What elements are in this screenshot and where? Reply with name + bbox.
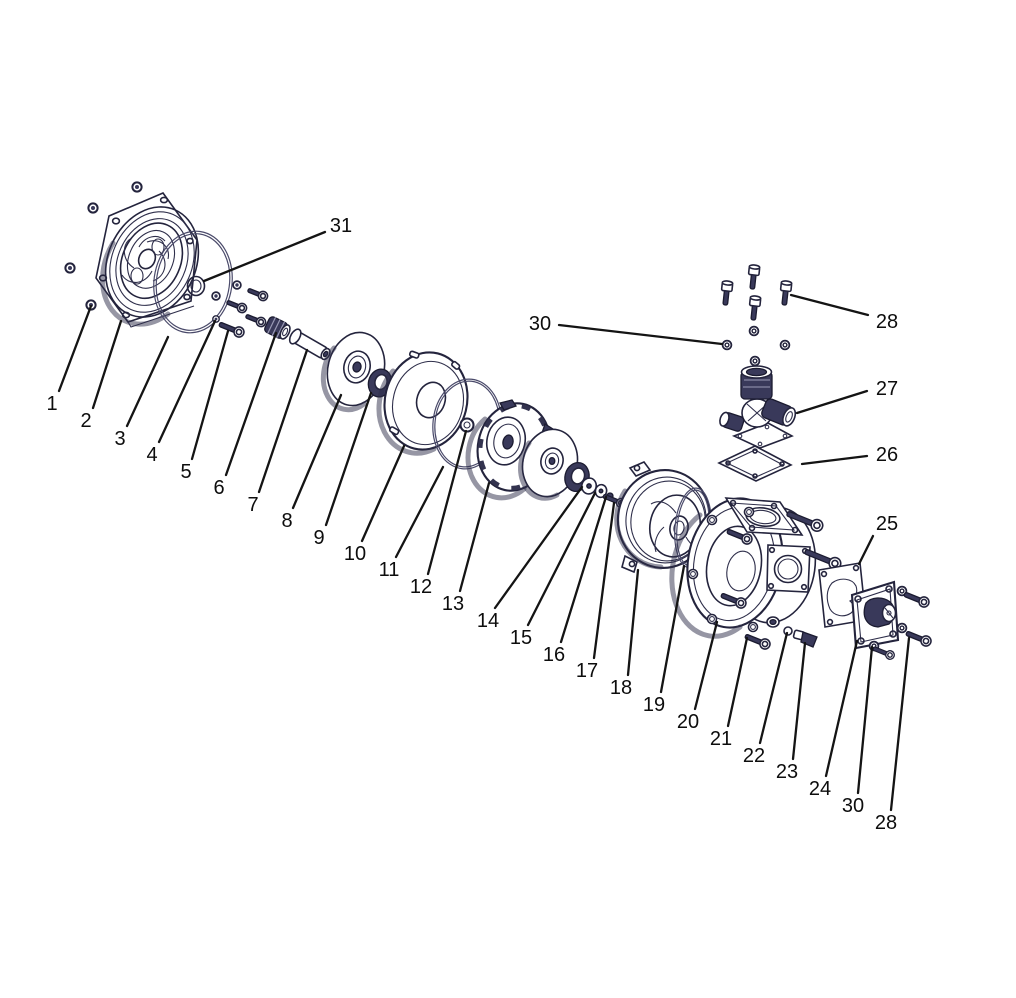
- leader-line-12: [426, 429, 468, 576]
- body-lug-bolts: [687, 506, 759, 633]
- leader-line-16: [559, 495, 608, 644]
- screw-cluster: [211, 280, 270, 340]
- callout-label-18: 18: [610, 677, 632, 699]
- plug: [264, 316, 291, 340]
- callout-label-7: 7: [247, 494, 258, 516]
- top-washers: [721, 325, 791, 367]
- callout-label-12: 12: [410, 576, 432, 598]
- callout-label-23: 23: [776, 761, 798, 783]
- callout-label-30-bottom: 30: [842, 795, 864, 817]
- callout-label-11: 11: [379, 559, 400, 581]
- shaft-oring: [186, 275, 206, 297]
- callout-label-27: 27: [876, 378, 898, 400]
- callout-label-8: 8: [281, 510, 292, 532]
- leader-line-19: [659, 564, 686, 694]
- leader-line-4: [157, 319, 217, 444]
- leader-line-13: [458, 481, 491, 593]
- shaft-sleeve: [288, 328, 331, 361]
- callout-label-10: 10: [344, 543, 366, 565]
- callout-label-17: 17: [576, 660, 598, 682]
- callout-label-4: 4: [146, 444, 157, 466]
- leader-line-7: [257, 348, 309, 494]
- leader-line-28-bottom: [889, 636, 911, 812]
- top-bolts: [719, 263, 793, 322]
- callout-label-3: 3: [114, 428, 125, 450]
- callout-label-14: 14: [477, 610, 499, 632]
- leader-line-10: [360, 444, 406, 543]
- leader-line-14: [493, 485, 584, 610]
- drain-oring: [783, 626, 793, 636]
- callouts: 1234567891011121314151617181920212223243…: [46, 215, 911, 834]
- callout-label-31: 31: [330, 215, 352, 237]
- callout-label-1: 1: [46, 393, 57, 415]
- callout-label-25: 25: [876, 513, 898, 535]
- callout-label-15: 15: [510, 627, 532, 649]
- leader-line-15: [526, 491, 597, 627]
- leader-line-8: [291, 393, 343, 510]
- leader-line-17: [592, 501, 616, 660]
- leader-line-30-bottom: [856, 645, 874, 795]
- callout-label-16: 16: [543, 644, 565, 666]
- callout-label-21: 21: [710, 728, 732, 750]
- pump-body: [669, 497, 817, 639]
- front-cover: [95, 192, 200, 328]
- callout-label-9: 9: [313, 527, 324, 549]
- leader-line-5: [190, 329, 230, 461]
- leader-line-9: [324, 391, 373, 527]
- leader-line-31: [202, 230, 327, 283]
- leader-line-25: [857, 534, 875, 566]
- callout-label-26: 26: [876, 444, 898, 466]
- rear-plate: [850, 580, 900, 650]
- callout-label-24: 24: [809, 778, 831, 800]
- callout-label-13: 13: [442, 593, 464, 615]
- callout-label-28-bottom: 28: [875, 812, 897, 834]
- leader-line-24: [824, 639, 859, 778]
- leader-line-3: [125, 335, 170, 428]
- callout-label-19: 19: [643, 694, 665, 716]
- leader-line-22: [758, 631, 789, 745]
- leader-line-23: [791, 641, 807, 761]
- cover-swirl: [121, 235, 170, 285]
- callout-label-30-left: 30: [529, 313, 551, 335]
- leader-line-27: [795, 389, 869, 415]
- callout-label-20: 20: [677, 711, 699, 733]
- leader-line-30-left: [557, 323, 724, 346]
- leader-line-21: [726, 636, 749, 728]
- discharge-port: [719, 365, 797, 449]
- washer-small: [594, 483, 608, 499]
- callout-label-5: 5: [180, 461, 191, 483]
- callout-label-22: 22: [743, 745, 765, 767]
- port-gasket: [717, 445, 793, 482]
- pump-backplate: [376, 350, 469, 456]
- leader-line-18: [626, 568, 640, 677]
- leader-line-28-top: [789, 293, 870, 317]
- diffuser-cover: [614, 461, 712, 574]
- callout-label-28-top: 28: [876, 311, 898, 333]
- leader-line-26: [800, 454, 869, 466]
- leader-line-6: [224, 331, 278, 477]
- cover-oring: [153, 230, 233, 334]
- callout-label-2: 2: [80, 410, 91, 432]
- impeller-nut: [459, 417, 475, 433]
- leader-line-2: [91, 319, 123, 410]
- leader-line-1: [57, 304, 93, 393]
- leader-line-20: [693, 620, 719, 711]
- washer-large: [580, 477, 598, 495]
- callout-label-6: 6: [213, 477, 224, 499]
- leader-line-11: [394, 465, 445, 559]
